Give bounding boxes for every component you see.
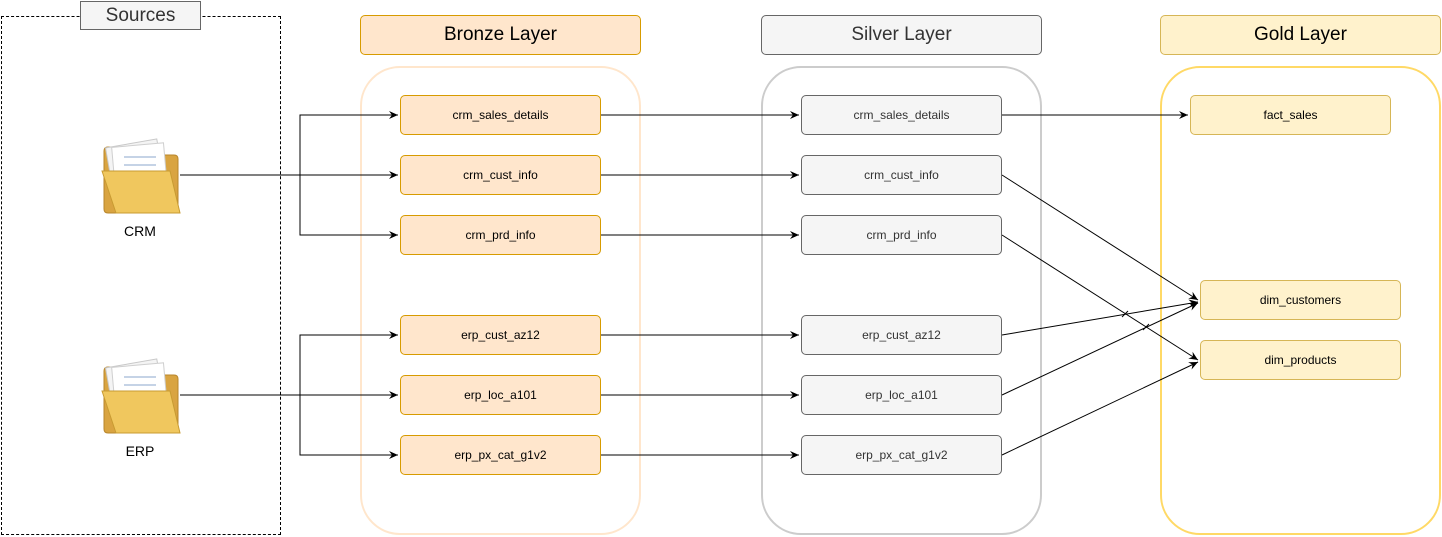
bronze-node-crm-sales-details[interactable]: crm_sales_details bbox=[400, 95, 601, 135]
sources-title: Sources bbox=[80, 1, 201, 30]
jump-mark-1 bbox=[1121, 310, 1129, 318]
edge-crm-to-bronze-sales bbox=[299, 111, 398, 175]
silver-node-erp-px-cat-g1v2[interactable]: erp_px_cat_g1v2 bbox=[801, 435, 1002, 475]
silver-node-erp-loc-a101[interactable]: erp_loc_a101 bbox=[801, 375, 1002, 415]
bronze-layer-container bbox=[360, 66, 641, 535]
silver-node-crm-prd-info[interactable]: crm_prd_info bbox=[801, 215, 1002, 255]
crm-label: CRM bbox=[124, 223, 156, 239]
gold-layer-title: Gold Layer bbox=[1160, 15, 1441, 55]
bronze-node-crm-prd-info[interactable]: crm_prd_info bbox=[400, 215, 601, 255]
edge-silver-az12-to-dimcust bbox=[1001, 299, 1199, 336]
bronze-node-crm-cust-info[interactable]: crm_cust_info bbox=[400, 155, 601, 195]
erp-folder-icon[interactable] bbox=[100, 355, 182, 437]
silver-layer-container bbox=[761, 66, 1042, 535]
gold-node-dim-products[interactable]: dim_products bbox=[1200, 340, 1401, 380]
bronze-node-erp-cust-az12[interactable]: erp_cust_az12 bbox=[400, 315, 601, 355]
crm-folder-icon[interactable] bbox=[100, 135, 182, 217]
edge-silver-cust-to-dimcust bbox=[1001, 174, 1199, 301]
erp-label: ERP bbox=[125, 443, 155, 459]
silver-node-crm-cust-info[interactable]: crm_cust_info bbox=[801, 155, 1002, 195]
edge-silver-px-to-dimprod bbox=[1001, 361, 1199, 456]
silver-layer-title: Silver Layer bbox=[761, 15, 1042, 55]
bronze-node-erp-loc-a101[interactable]: erp_loc_a101 bbox=[400, 375, 601, 415]
silver-node-crm-sales-details[interactable]: crm_sales_details bbox=[801, 95, 1002, 135]
edge-silver-loc-to-dimcust bbox=[1001, 302, 1199, 396]
gold-layer-container bbox=[1160, 66, 1441, 535]
edge-silver-prd-to-dimprod bbox=[1001, 234, 1199, 361]
bronze-node-erp-px-cat-g1v2[interactable]: erp_px_cat_g1v2 bbox=[400, 435, 601, 475]
gold-node-dim-customers[interactable]: dim_customers bbox=[1200, 280, 1401, 320]
edge-erp-to-bronze-cust bbox=[299, 331, 398, 395]
gold-node-fact-sales[interactable]: fact_sales bbox=[1190, 95, 1391, 135]
bronze-layer-title: Bronze Layer bbox=[360, 15, 641, 55]
edge-erp-to-bronze-px bbox=[299, 395, 398, 459]
edge-crm-to-bronze-prd bbox=[299, 175, 398, 239]
jump-mark-2 bbox=[1142, 323, 1150, 331]
silver-node-erp-cust-az12[interactable]: erp_cust_az12 bbox=[801, 315, 1002, 355]
